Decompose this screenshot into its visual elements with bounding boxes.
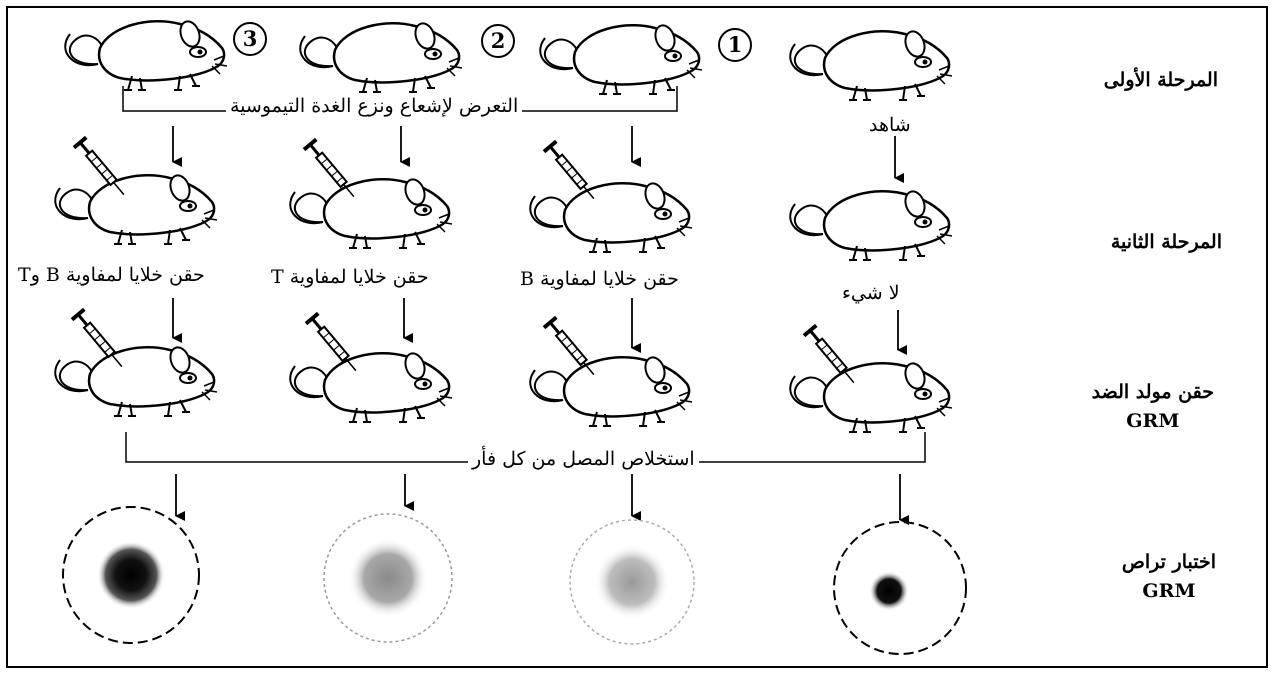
serum-label: استخلاص المصل من كل فأر	[468, 449, 699, 470]
mouse-2-stage3	[290, 351, 452, 422]
control-label: شاهد	[869, 115, 911, 136]
mouse-number-3: 3	[233, 22, 267, 56]
mouse-control-stage3	[790, 361, 952, 432]
mouse-1-stage1	[540, 23, 702, 94]
antigen-label-line1: حقن مولد الضد	[1092, 378, 1214, 407]
mouse-3-stage3	[55, 345, 217, 416]
antigen-label-line2: GRM	[1092, 407, 1214, 436]
agglutination-well-3	[63, 507, 199, 643]
inject-tb-label: حقن خلايا لمفاوية B وT	[18, 265, 205, 286]
mouse-2-stage1	[300, 21, 462, 92]
mouse-number-2: 2	[481, 24, 515, 58]
agglutination-well-control	[834, 522, 966, 654]
irradiation-label: التعرض لإشعاع ونزع الغدة التيموسية	[226, 96, 522, 117]
test-label-line1: اختبار تراص	[1122, 548, 1216, 577]
agglutination-well-1	[570, 520, 694, 644]
mouse-control-stage2	[790, 189, 952, 260]
nothing-label: لا شيء	[842, 283, 900, 304]
mouse-1-stage3	[530, 355, 692, 426]
mouse-3-stage1	[65, 19, 227, 90]
stage1-label: المرحلة الأولى	[1104, 66, 1218, 95]
mouse-2-stage2	[290, 177, 452, 248]
mouse-control-stage1	[790, 29, 952, 100]
mouse-1-stage2	[530, 181, 692, 252]
mouse-3-stage2	[55, 173, 217, 244]
inject-b-label: حقن خلايا لمفاوية B	[520, 269, 679, 290]
mouse-number-1: 1	[718, 28, 752, 62]
inject-t-label: حقن خلايا لمفاوية T	[271, 267, 429, 288]
test-label: اختبار تراص GRM	[1122, 548, 1216, 607]
test-label-line2: GRM	[1122, 577, 1216, 606]
stage2-label: المرحلة الثانية	[1111, 228, 1222, 257]
agglutination-well-2	[324, 514, 452, 642]
antigen-label: حقن مولد الضد GRM	[1092, 378, 1214, 437]
